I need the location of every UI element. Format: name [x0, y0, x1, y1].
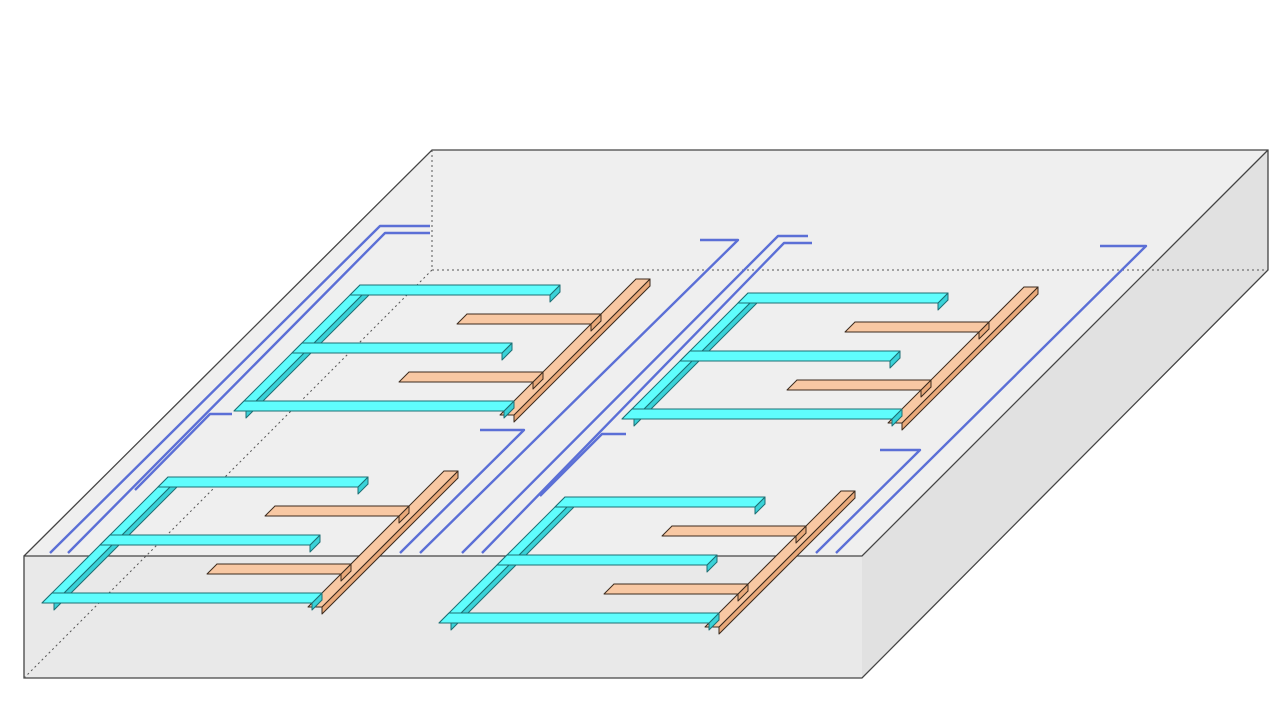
comb-b-finger-top — [456, 313, 602, 325]
comb-a-finger-top — [157, 476, 369, 488]
trace-back-left-a-inner — [67, 231, 430, 554]
comb-b-finger-top — [206, 563, 352, 575]
cell-front-right — [438, 490, 856, 635]
comb-a-finger-top — [621, 408, 903, 420]
substrate-side-face — [862, 150, 1268, 678]
comb-a-finger-top — [554, 496, 766, 508]
trace-front-left-a — [134, 412, 232, 491]
cell-back-left — [233, 278, 651, 423]
trace-front-right-b — [815, 448, 922, 554]
trace-back-left-a — [49, 224, 430, 554]
comb-a-finger-top — [41, 592, 323, 604]
comb-a-finger-top — [99, 534, 321, 546]
trace-front-right-a — [539, 432, 626, 497]
comb-b-finger-top — [398, 371, 544, 383]
trace-back-left-b — [419, 238, 740, 554]
comb-a-finger-top — [291, 342, 513, 354]
trace-front-left-b — [399, 428, 526, 554]
comb-a-finger-top — [496, 554, 718, 566]
comb-a-finger-top — [679, 350, 901, 362]
trace-back-right-a — [461, 234, 808, 554]
comb-b-finger-top — [264, 505, 410, 517]
cell-front-left — [41, 470, 459, 615]
comb-a-finger-top — [233, 400, 515, 412]
trace-back-right-b — [835, 244, 1148, 554]
comb-b-finger-top — [603, 583, 749, 595]
comb-b-finger-top — [786, 379, 932, 391]
hidden-edge-diagonal — [23, 269, 433, 679]
comb-a-finger-top — [349, 284, 561, 296]
electrode-cells — [41, 278, 1039, 635]
wiring-traces — [49, 224, 1148, 554]
comb-a-finger-top — [737, 292, 949, 304]
comb-b-finger-top — [844, 321, 990, 333]
comb-a-finger-top — [438, 612, 720, 624]
trace-back-right-a-inner — [481, 241, 812, 554]
cell-back-right — [621, 286, 1039, 431]
comb-b-finger-top — [661, 525, 807, 537]
substrate-top-face — [24, 150, 1268, 556]
